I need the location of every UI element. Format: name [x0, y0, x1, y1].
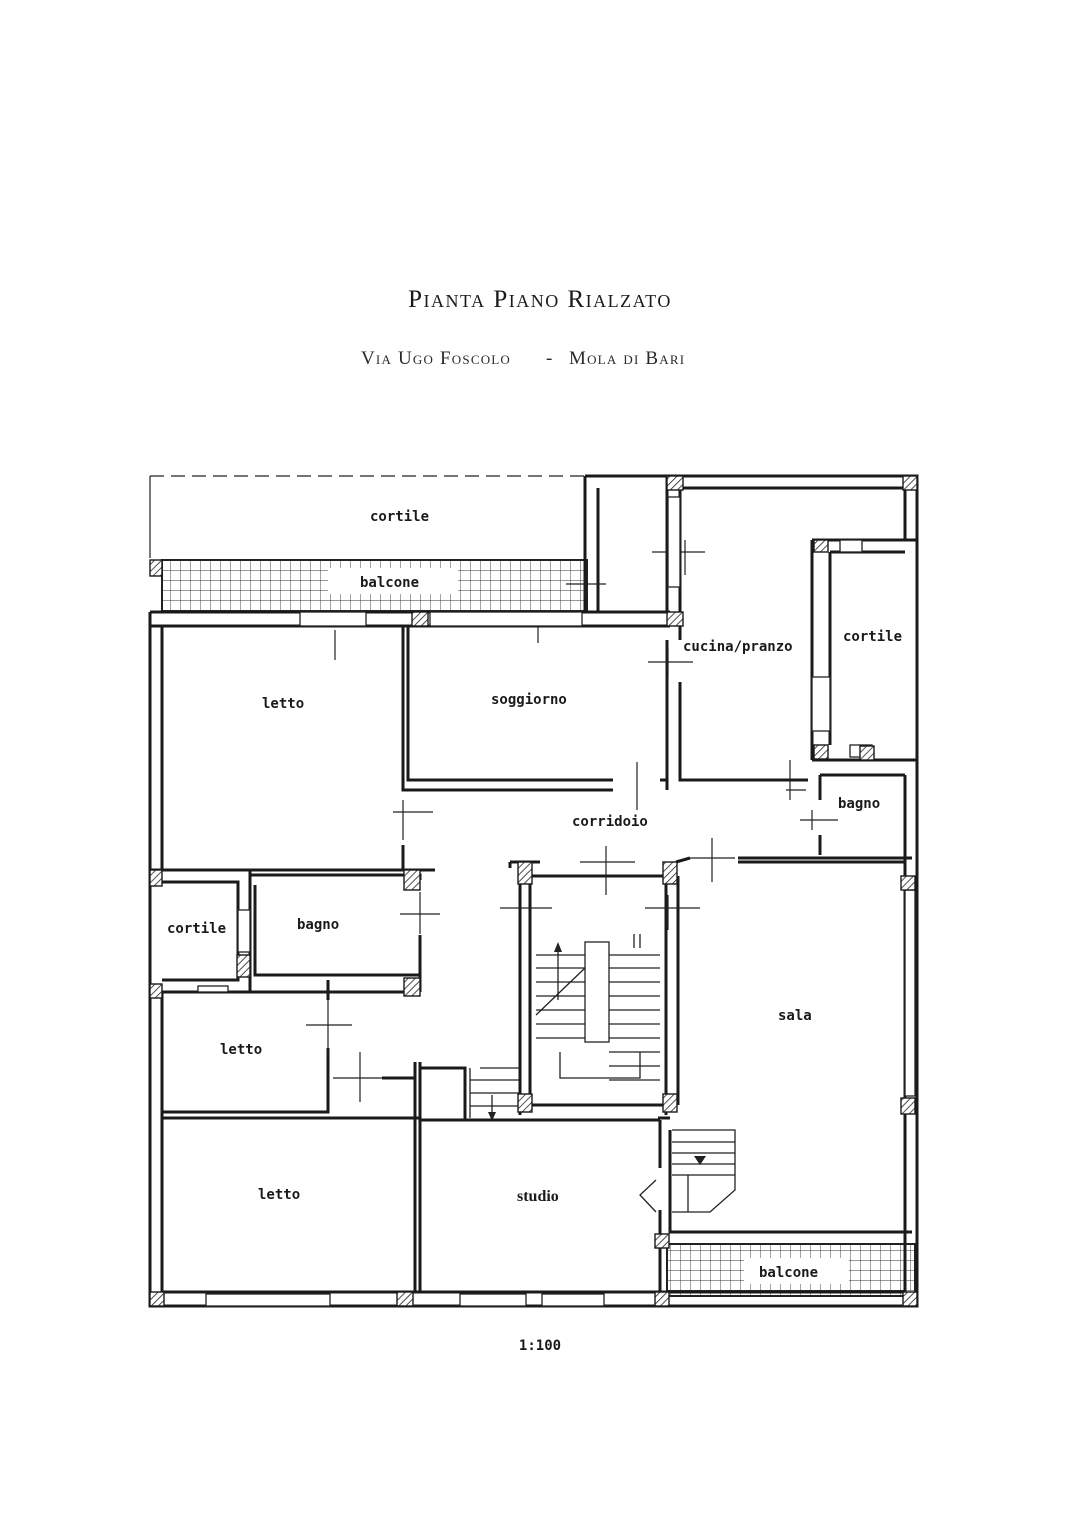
room-label-studio: studio	[517, 1188, 559, 1205]
room-label-cortile-left: cortile	[167, 921, 226, 937]
room-label-balcone-bottom: balcone	[759, 1265, 818, 1281]
door-swing-marks	[306, 540, 838, 1102]
stairs	[469, 934, 736, 1213]
structural-pillars	[149, 475, 918, 1307]
room-label-letto-3: letto	[258, 1187, 300, 1203]
room-label-corridoio: corridoio	[572, 814, 648, 830]
room-label-cucina-pranzo: cucina/pranzo	[683, 639, 793, 655]
plan-title: Pianta Piano Rialzato	[408, 286, 672, 313]
room-label-soggiorno: soggiorno	[491, 692, 567, 708]
room-label-bagno-left: bagno	[297, 917, 339, 933]
stair-arrows	[488, 942, 706, 1165]
address-city: Mola di Bari	[569, 348, 686, 369]
room-label-letto-1: letto	[262, 696, 304, 712]
room-label-cortile-right: cortile	[843, 629, 902, 645]
address-separator: -	[546, 348, 554, 369]
room-label-sala: sala	[778, 1008, 812, 1024]
room-labels: cortile balcone cucina/pranzo cortile le…	[167, 509, 902, 1281]
balcony-bottom	[666, 1243, 916, 1297]
room-label-cortile-top: cortile	[370, 509, 429, 525]
address-street: Via Ugo Foscolo	[361, 348, 512, 369]
room-label-bagno-right: bagno	[838, 796, 880, 812]
scale-label: 1:100	[518, 1338, 562, 1354]
room-label-letto-2: letto	[220, 1042, 262, 1058]
windows	[197, 496, 916, 1307]
room-label-balcone-top: balcone	[360, 575, 419, 591]
